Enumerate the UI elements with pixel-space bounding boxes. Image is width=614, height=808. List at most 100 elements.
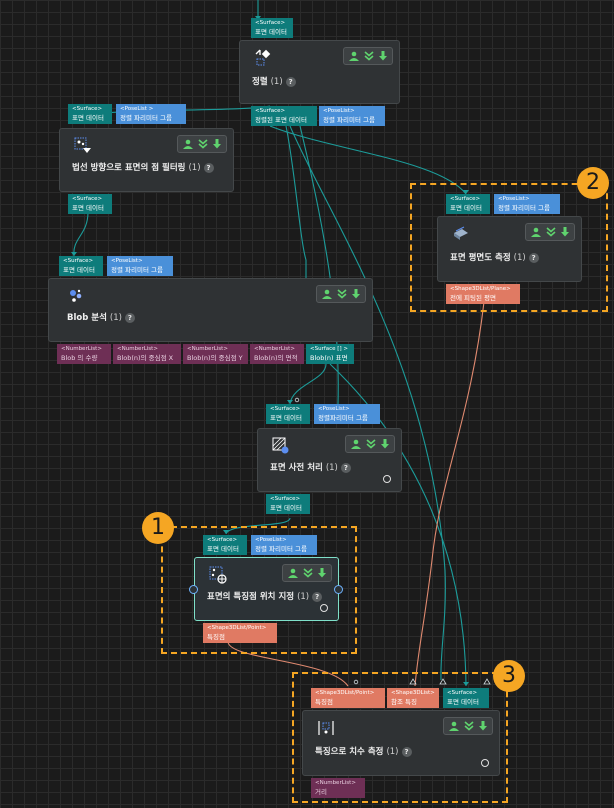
wire-anchor	[294, 397, 300, 403]
node-title: 정렬 (1)?	[252, 75, 296, 87]
port-measure-out-distance[interactable]: <NumberList>거리	[311, 778, 365, 798]
port-sort-out-pose[interactable]: <PoseList>정렬 파리미터 그룹	[319, 106, 385, 126]
preprocess-icon	[272, 437, 289, 454]
port-feature-in-surface[interactable]: <Surface>표면 데이터	[203, 535, 247, 555]
double-chevron-down-icon[interactable]	[546, 227, 556, 237]
wire-anchor	[439, 678, 447, 685]
node-count: (1)	[325, 463, 338, 473]
node-preprocess[interactable]: 표면 사전 처리 (1)?	[257, 428, 402, 492]
node-measure[interactable]: 특징으로 치수 측정 (1)?	[302, 710, 500, 776]
badge-one: 1	[142, 512, 174, 544]
eye-icon[interactable]	[350, 439, 362, 449]
node-count: (1)	[270, 77, 283, 87]
port-blob-out-count[interactable]: <NumberList>Blob 의 수량	[57, 344, 111, 364]
port-blob-out-area[interactable]: <NumberList>Blob(n)의 면적	[250, 344, 304, 364]
port-feature-out-point[interactable]: <Shape3DList/Point>특징점	[203, 623, 277, 643]
node-left-connector[interactable]	[189, 585, 198, 594]
port-filter-in-surface[interactable]: <Surface>표면 데이터	[68, 104, 112, 124]
help-icon[interactable]: ?	[528, 253, 539, 263]
wire-filter-to-blob	[73, 211, 89, 257]
download-arrow-icon[interactable]	[560, 226, 570, 238]
help-icon[interactable]: ?	[401, 747, 412, 757]
wire-arrowhead	[463, 190, 469, 194]
node-title: 표면 사전 처리 (1)?	[270, 461, 351, 473]
port-measure-in-reference[interactable]: <Shape3DList>참조 특징	[387, 688, 439, 708]
port-feature-in-pose[interactable]: <PoseList>정렬 파리미터 그룹	[251, 535, 317, 555]
node-title-text: 법선 방향으로 표면의 점 필터링	[72, 163, 186, 173]
port-flatness-out-plane[interactable]: <Shape3DList/Plane>전에 피팅된 평면	[446, 284, 520, 304]
node-toolbar	[177, 135, 227, 153]
node-title-text: Blob 분석	[67, 313, 107, 323]
node-toolbar	[282, 564, 332, 582]
port-measure-in-surface[interactable]: <Surface>표면 데이터	[443, 688, 489, 708]
help-icon[interactable]: ?	[124, 313, 135, 323]
filter-points-icon	[74, 137, 91, 153]
node-sort[interactable]: 정렬 (1)?	[239, 40, 400, 104]
node-title-text: 정렬	[252, 77, 268, 87]
help-icon[interactable]: ?	[285, 77, 296, 87]
node-title-text: 표면 평면도 측정	[450, 253, 511, 263]
node-feature[interactable]: 표면의 특징점 위치 지정 (1)?	[194, 557, 339, 621]
node-filter[interactable]: 법선 방향으로 표면의 점 필터링 (1)?	[59, 128, 234, 192]
port-preprocess-in-surface[interactable]: <Surface>표면 데이터	[266, 404, 310, 424]
wire-sort-pose-to-feature	[289, 125, 446, 681]
port-sort-out-surface[interactable]: <Surface>정렬된 표면 데이터	[251, 106, 317, 126]
node-title: 표면 평면도 측정 (1)?	[450, 251, 539, 263]
feature-point-icon	[209, 566, 227, 584]
wire-blob-to-measure	[329, 363, 467, 687]
port-blob-out-center-y[interactable]: <NumberList>Blob(n)의 중심점 Y	[183, 344, 248, 364]
help-icon[interactable]: ?	[312, 592, 323, 602]
eye-icon[interactable]	[448, 721, 460, 731]
port-preprocess-in-pose[interactable]: <PoseList>정렬파리미터 그룹	[314, 404, 380, 424]
help-icon[interactable]: ?	[340, 463, 351, 473]
wire-feature-to-measure	[227, 641, 349, 687]
download-arrow-icon[interactable]	[378, 50, 388, 62]
wire-anchor	[483, 678, 491, 685]
port-filter-in-pose[interactable]: <PoseList >정렬 파리미터 그룹	[116, 104, 186, 124]
top-port-surface[interactable]: <Surface>표면 데이터	[251, 18, 293, 38]
double-chevron-down-icon[interactable]	[366, 439, 376, 449]
node-title: 법선 방향으로 표면의 점 필터링 (1)?	[72, 161, 214, 173]
help-icon[interactable]: ?	[203, 163, 214, 173]
download-arrow-icon[interactable]	[317, 567, 327, 579]
download-arrow-icon[interactable]	[351, 288, 361, 300]
port-blob-out-surface-list[interactable]: <Surface [] >Blob(n) 표면	[306, 344, 354, 364]
download-arrow-icon[interactable]	[380, 438, 390, 450]
port-flatness-in-surface[interactable]: <Surface>표면 데이터	[446, 194, 490, 214]
double-chevron-down-icon[interactable]	[337, 289, 347, 299]
port-filter-out-surface[interactable]: <Surface>표면 데이터	[68, 194, 112, 214]
port-preprocess-out-surface[interactable]: <Surface>표면 데이터	[266, 494, 310, 514]
eye-icon[interactable]	[348, 51, 360, 61]
double-chevron-down-icon[interactable]	[364, 51, 374, 61]
port-blob-in-pose[interactable]: <PoseList>정렬 파리미터 그룹	[107, 256, 173, 276]
eye-icon[interactable]	[287, 568, 299, 578]
node-flatness[interactable]: 표면 평면도 측정 (1)?	[437, 216, 582, 282]
wire-anchor	[409, 678, 417, 685]
blob-icon	[70, 289, 82, 302]
double-chevron-down-icon[interactable]	[303, 568, 313, 578]
badge-three: 3	[493, 660, 525, 692]
port-flatness-in-pose[interactable]: <PoseList>정렬 파리미터 그룹	[494, 194, 560, 214]
node-right-connector[interactable]	[334, 585, 343, 594]
node-toolbar	[345, 435, 395, 453]
wire-sort-to-blob-pose	[285, 125, 307, 280]
port-measure-in-point[interactable]: <Shape3DList/Point>특징점	[311, 688, 385, 708]
wire-anchor	[353, 679, 359, 685]
double-chevron-down-icon[interactable]	[198, 139, 208, 149]
progress-circle-icon	[320, 604, 328, 612]
sort-icon	[255, 49, 271, 66]
selection-box-1	[161, 526, 357, 654]
node-blob[interactable]: Blob 분석 (1)?	[48, 278, 373, 342]
download-arrow-icon[interactable]	[212, 138, 222, 150]
node-title-text: 표면 사전 처리	[270, 463, 323, 473]
download-arrow-icon[interactable]	[478, 720, 488, 732]
node-toolbar	[525, 223, 575, 241]
port-blob-out-center-x[interactable]: <NumberList>Blob(n)의 중심점 X	[113, 344, 181, 364]
port-blob-in-surface[interactable]: <Surface>표면 데이터	[59, 256, 103, 276]
eye-icon[interactable]	[182, 139, 194, 149]
eye-icon[interactable]	[530, 227, 542, 237]
wire-flatness-to-measure	[414, 301, 485, 687]
node-title-text: 특징으로 치수 측정	[315, 747, 384, 757]
eye-icon[interactable]	[321, 289, 333, 299]
double-chevron-down-icon[interactable]	[464, 721, 474, 731]
